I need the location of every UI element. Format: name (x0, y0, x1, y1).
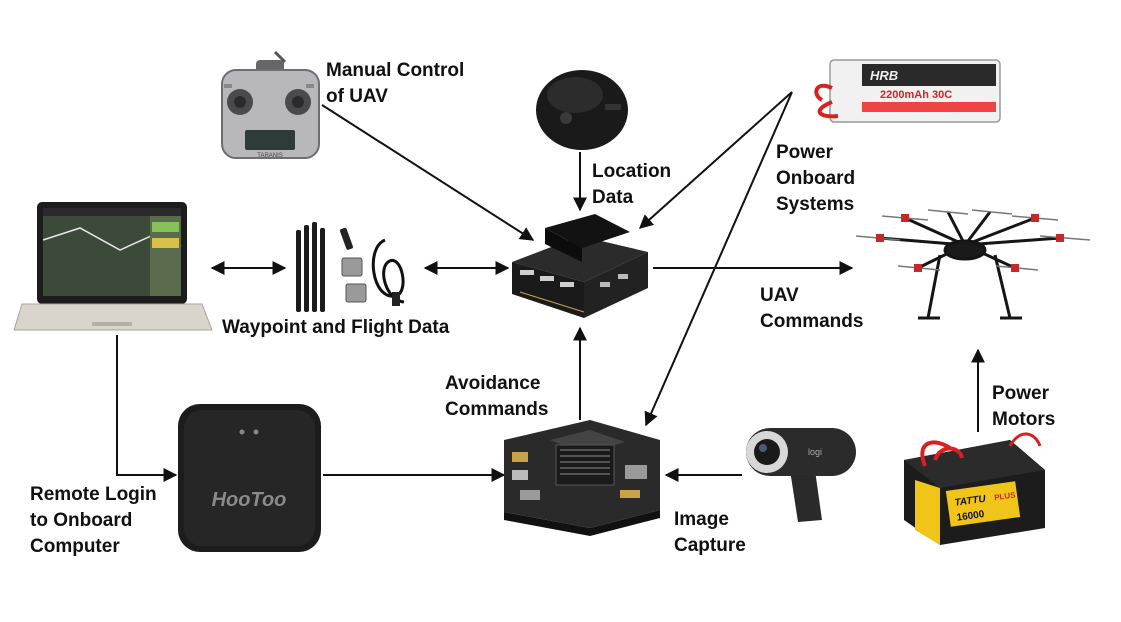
battery-spec-text: 2200mAh 30C (880, 89, 952, 101)
webcam-brand-text: logi (808, 447, 822, 457)
label-avoidance-commands: Avoidance Commands (445, 373, 549, 420)
laptop-icon (13, 202, 213, 331)
battery-brand-text: HRB (870, 68, 898, 83)
controller-brand-text: TARANIS (257, 153, 283, 159)
wireless-router-icon: HooToo (178, 404, 321, 552)
tattu-plus-text: PLUS (994, 490, 1017, 502)
arrow-battery-to-jetson (644, 91, 793, 427)
gps-module-icon (536, 70, 628, 150)
tattu-capacity-text: 16000 (956, 509, 986, 524)
label-remote-login: Remote Login to Onboard Computer (30, 484, 157, 557)
arrow-laptop-to-router (116, 335, 178, 482)
label-location-data: Location Data (592, 161, 672, 208)
label-waypoint-flight-data: Waypoint and Flight Data (222, 317, 450, 338)
label-image-capture: Image Capture (674, 509, 746, 556)
webcam-icon: logi (746, 428, 856, 522)
onboard-computer-icon (504, 420, 660, 536)
tattu-brand-text: TATTU (954, 494, 987, 509)
lipo-battery-icon: HRB 2200mAh 30C (814, 59, 1001, 123)
arrow-controller-to-fc (321, 104, 535, 241)
octocopter-drone-icon (855, 209, 1091, 320)
label-manual-control: Manual Control of UAV (326, 60, 465, 107)
arrows (116, 91, 985, 482)
rc-controller-icon: TARANIS (221, 50, 320, 159)
hootoo-logo-text: HooToo (212, 489, 287, 511)
motor-battery-icon: TATTU PLUS 16000 (904, 432, 1045, 545)
telemetry-radio-icon (296, 222, 405, 312)
label-power-onboard-systems: Power Onboard Systems (776, 142, 856, 215)
flight-controller-icon (512, 214, 648, 318)
label-uav-commands: UAV Commands (760, 285, 864, 332)
arrow-battery-to-fc (638, 91, 793, 229)
label-power-motors: Power Motors (992, 383, 1056, 430)
